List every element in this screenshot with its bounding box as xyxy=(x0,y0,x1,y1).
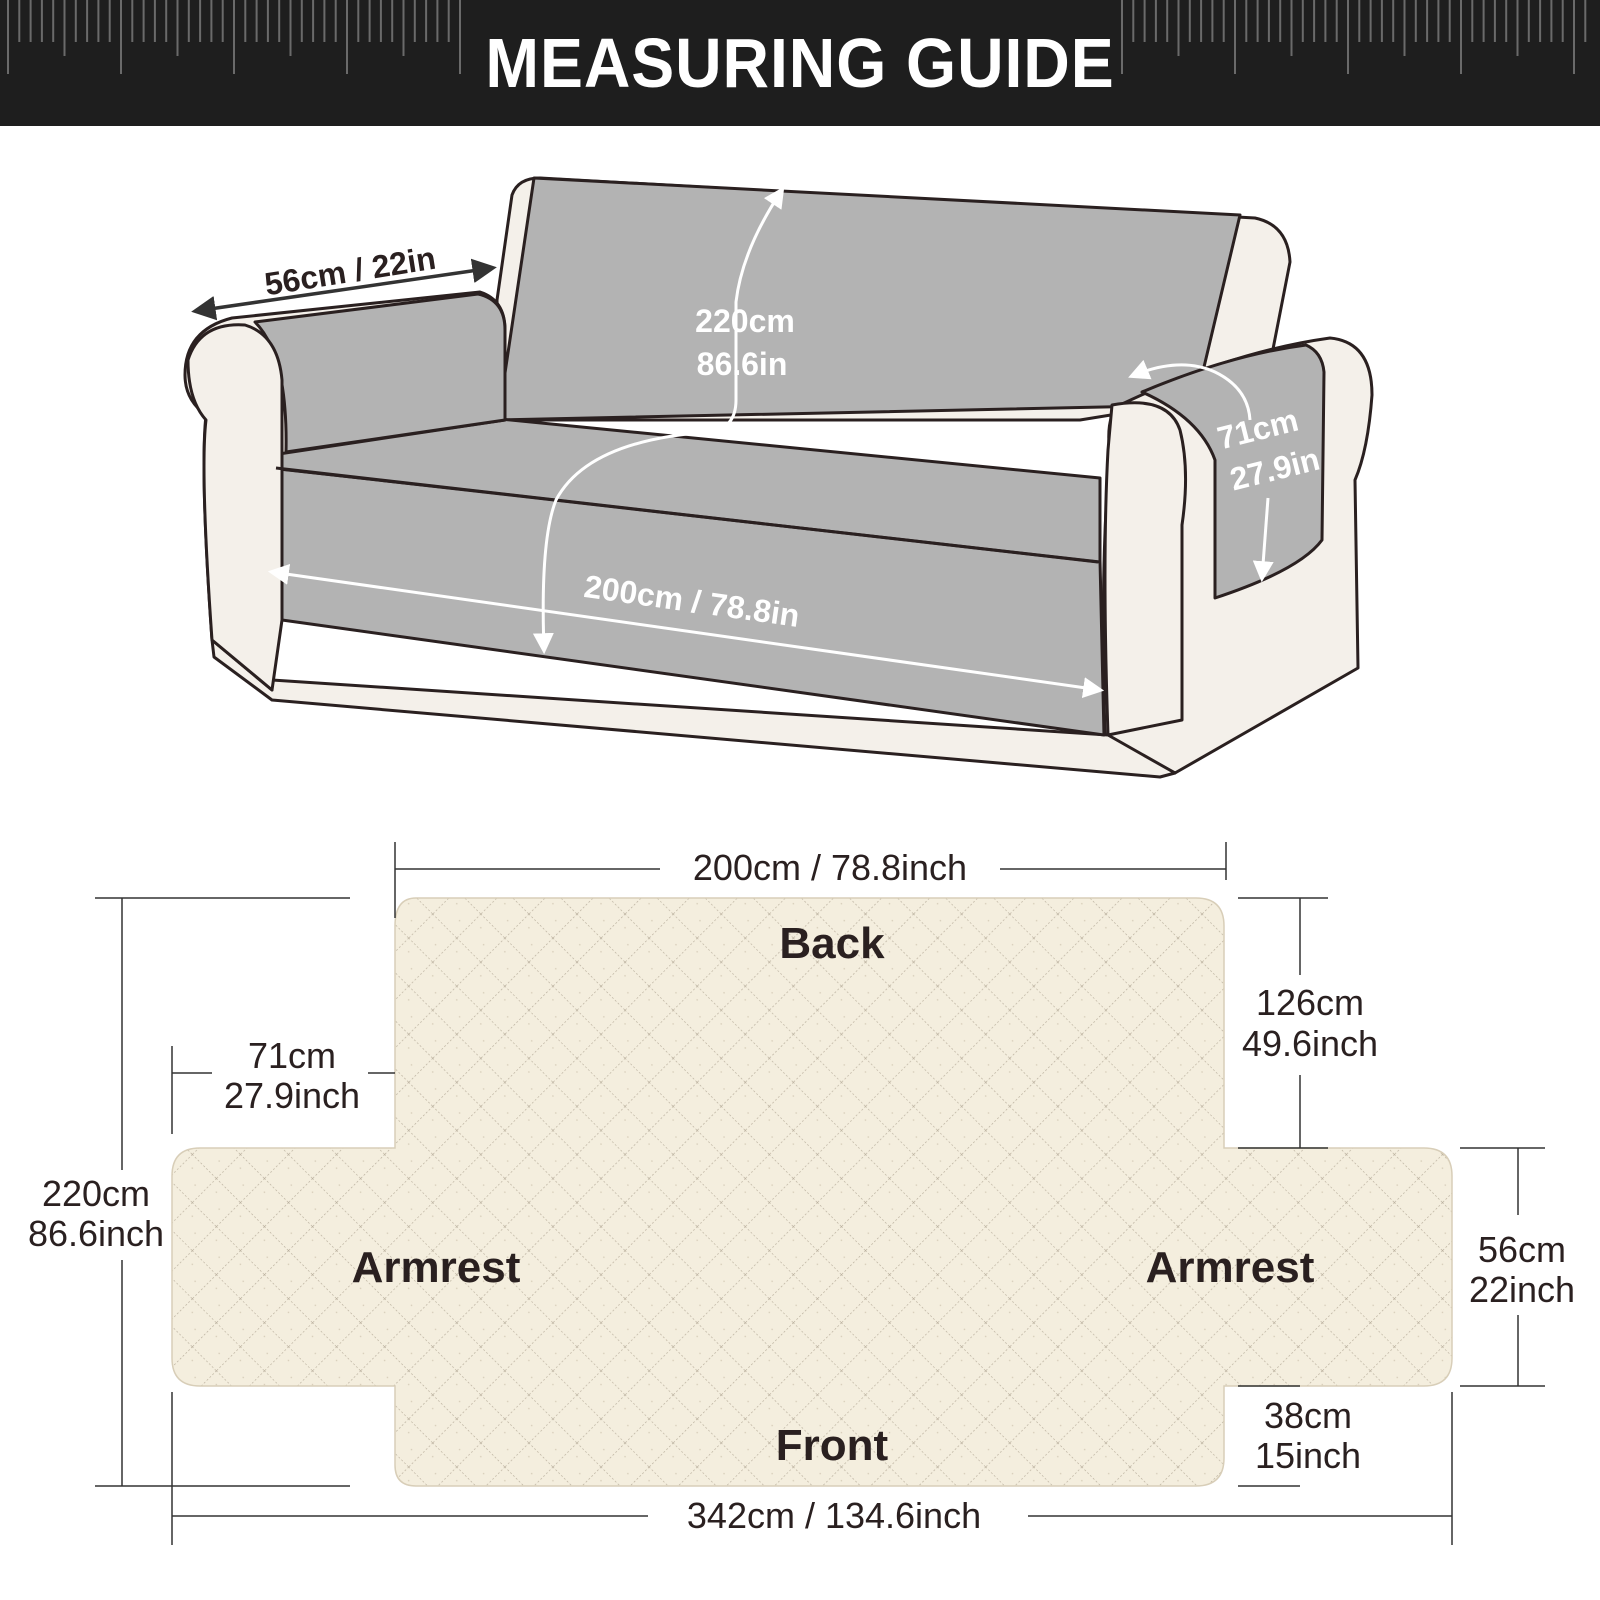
label-height-in: 86.6in xyxy=(697,346,788,382)
cover-layout xyxy=(171,897,1453,1487)
cover-dimension-lines xyxy=(95,842,1545,1545)
sofa-right-arm-front xyxy=(1103,401,1188,737)
header-bar: MEASURING GUIDE xyxy=(0,0,1600,126)
label-arm-width-cm: 56cm xyxy=(1478,1229,1566,1270)
label-arm-depth: 56cm / 22in xyxy=(262,240,438,303)
label-arm-drop-in: 27.9inch xyxy=(224,1075,360,1116)
sofa-back-cover xyxy=(496,176,1242,422)
label-back: Back xyxy=(779,919,885,968)
sofa-right-arm-cover xyxy=(1140,343,1326,600)
label-total-height-cm: 220cm xyxy=(42,1173,150,1214)
label-total-width: 342cm / 134.6inch xyxy=(687,1495,981,1536)
label-back-height-cm: 126cm xyxy=(1256,982,1364,1023)
label-front-flap-in: 15inch xyxy=(1255,1435,1361,1476)
label-armrest-left: Armrest xyxy=(352,1243,521,1292)
label-armrest-right: Armrest xyxy=(1146,1243,1315,1292)
label-arm-width-in: 22inch xyxy=(1469,1269,1575,1310)
label-height-cm: 220cm xyxy=(695,303,795,339)
label-arm-drop-cm: 71cm xyxy=(248,1035,336,1076)
label-back-height-in: 49.6inch xyxy=(1242,1023,1378,1064)
arm-height-arrow xyxy=(1128,359,1252,421)
arm-height-arrow-lower xyxy=(1252,497,1274,583)
sofa-left-arm-front xyxy=(186,323,284,692)
label-front-flap-cm: 38cm xyxy=(1264,1395,1352,1436)
ruler-ticks-decoration xyxy=(7,0,1587,74)
arm-depth-arrow xyxy=(191,258,497,321)
label-total-height-in: 86.6inch xyxy=(28,1213,164,1254)
cover-shape xyxy=(171,897,1453,1487)
label-width-top: 200cm / 78.8inch xyxy=(693,847,967,888)
sofa-dimension-arrows xyxy=(191,186,1274,699)
seat-width-arrow xyxy=(267,563,1105,699)
height-arrow xyxy=(532,186,785,655)
label-front: Front xyxy=(776,1421,889,1470)
cover-labels: 200cm / 78.8inch Back Front Armrest Armr… xyxy=(28,847,1575,1536)
page-title: MEASURING GUIDE xyxy=(485,24,1115,102)
